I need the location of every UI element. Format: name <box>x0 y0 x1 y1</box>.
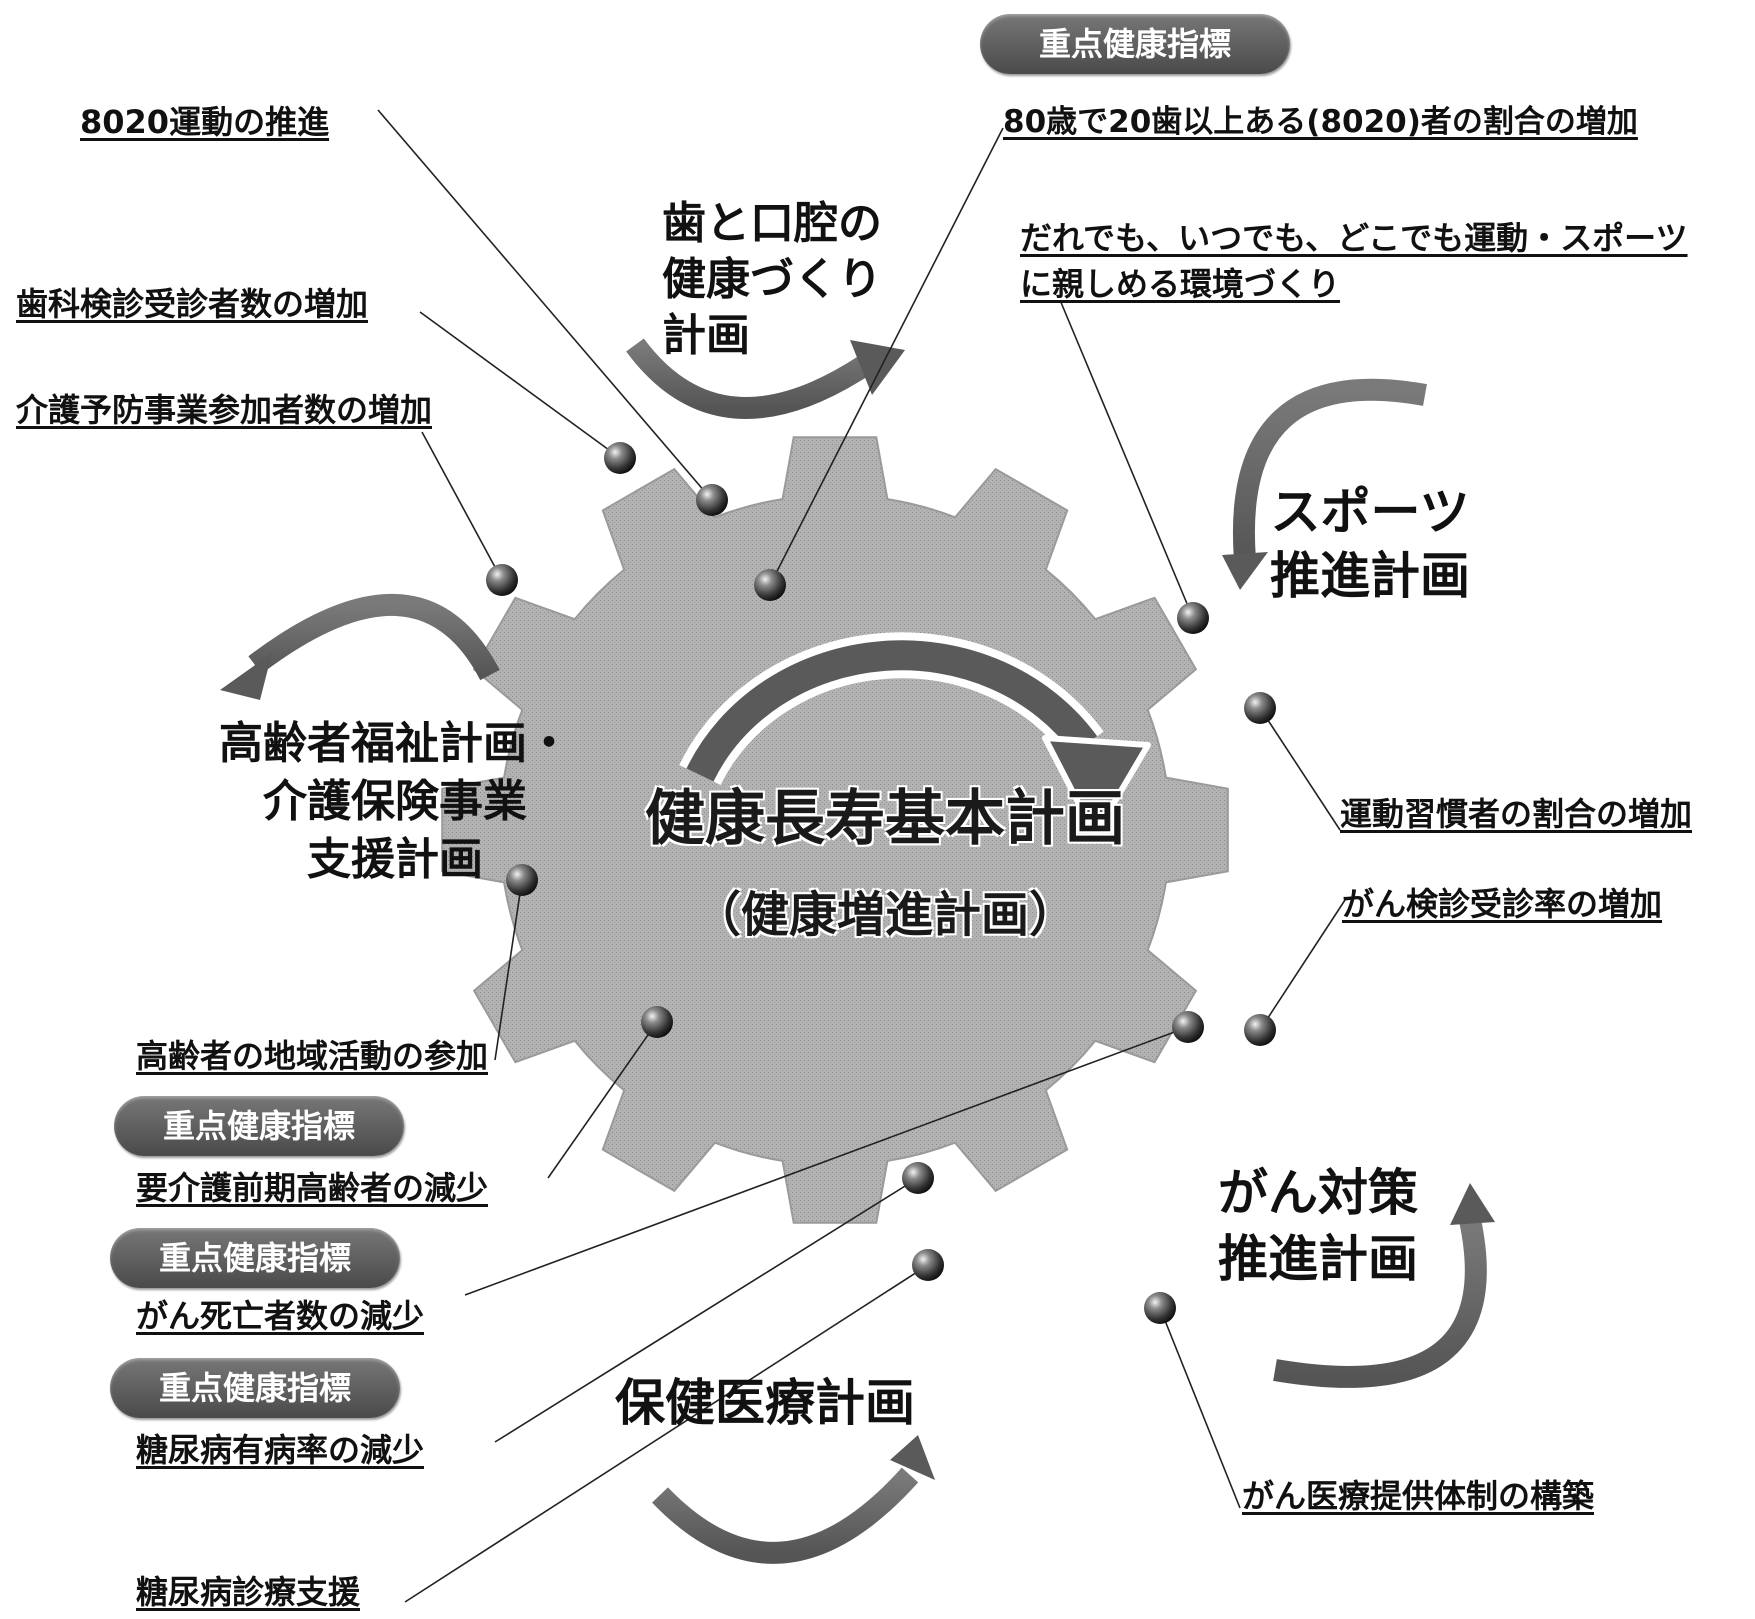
elderly-plan-label: 高齢者福祉計画・ 介護保険事業 支援計画 <box>210 715 580 889</box>
node-ball <box>486 564 518 596</box>
elderly-plan-line: 介護保険事業 <box>263 776 527 827</box>
connector-cancer-screening <box>1259 899 1346 1031</box>
node-ball <box>754 569 786 601</box>
goal-dental-checkup: 歯科検診受診者数の増加 <box>16 285 369 323</box>
node-ball <box>1177 602 1209 634</box>
goal-care-reduction: 要介護前期高齢者の減少 <box>136 1169 489 1207</box>
node-ball <box>1244 692 1276 724</box>
priority-indicator-badge: 重点健康指標 <box>114 1096 404 1156</box>
health-medical-plan-label: 保健医療計画 <box>615 1374 915 1432</box>
sports-cycle-arrow <box>1222 378 1427 590</box>
node-ball <box>902 1162 934 1194</box>
goal-cancer-care: がん医療提供体制の構築 <box>1242 1477 1595 1515</box>
sports-plan-line: スポーツ <box>1270 483 1470 541</box>
cancer-plan-line: がん対策 <box>1218 1164 1418 1222</box>
central-gear <box>441 436 1229 1224</box>
central-cycle-arrow <box>679 632 1151 838</box>
connector-elderly-activity <box>494 879 523 1061</box>
main-plan-subtitle: （健康増進計画） <box>692 887 1077 943</box>
node-ball <box>641 1006 673 1038</box>
goal-8020-rate: 80歳で20歯以上ある(8020)者の割合の増加 <box>1003 104 1638 140</box>
priority-indicator-badge: 重点健康指標 <box>110 1228 400 1288</box>
health-medical-cycle-arrow <box>652 1435 935 1564</box>
node-ball <box>1244 1014 1276 1046</box>
dental-cycle-arrow <box>626 338 905 419</box>
elderly-plan-line: 高齢者福祉計画・ <box>219 718 571 769</box>
connector-diabetes-support <box>404 1264 929 1603</box>
node-ball <box>696 484 728 516</box>
connector-exercise-habit <box>1259 707 1341 831</box>
goal-8020-promotion: 8020運動の推進 <box>80 103 330 141</box>
node-ball <box>1172 1011 1204 1043</box>
connector-cancer-care <box>1159 1307 1241 1509</box>
cancer-plan-label: がん対策 推進計画 <box>1218 1160 1418 1292</box>
dental-plan-line: 計画 <box>662 310 750 361</box>
sports-plan-line: 推進計画 <box>1270 547 1470 605</box>
connector-cancer-death <box>464 1026 1189 1296</box>
connector-dental-checkup <box>419 311 621 459</box>
dental-plan-line: 歯と口腔の <box>662 198 882 249</box>
cancer-plan-line: 推進計画 <box>1218 1230 1418 1288</box>
sports-plan-label: スポーツ 推進計画 <box>1270 480 1470 608</box>
goal-exercise-habit: 運動習慣者の割合の増加 <box>1340 795 1693 833</box>
node-balls <box>486 442 1276 1324</box>
elderly-cycle-arrow <box>220 594 500 700</box>
goal-sports-environment-line2: に親しめる環境づくり <box>1020 265 1341 303</box>
node-ball <box>912 1249 944 1281</box>
connector-lines <box>377 109 1346 1603</box>
goal-cancer-screening: がん検診受診率の増加 <box>1342 885 1663 923</box>
elderly-plan-line: 支援計画 <box>307 834 483 885</box>
goal-sports-environment-line1: だれでも、いつでも、どこでも運動・スポーツ <box>1020 219 1688 257</box>
priority-indicator-badge: 重点健康指標 <box>110 1358 400 1418</box>
priority-indicator-badge: 重点健康指標 <box>980 14 1290 74</box>
connector-8020-promotion <box>377 109 713 501</box>
node-ball <box>604 442 636 474</box>
connector-8020-rate <box>769 127 1004 586</box>
goal-cancer-death: がん死亡者数の減少 <box>136 1297 425 1335</box>
dental-plan-line: 健康づくり <box>662 254 882 305</box>
node-ball <box>1144 1292 1176 1324</box>
connector-care-prevention <box>421 431 503 581</box>
connector-diabetes-rate <box>494 1177 919 1443</box>
connector-sports-env <box>1059 299 1194 619</box>
goal-care-prevention: 介護予防事業参加者数の増加 <box>16 391 433 429</box>
main-plan-title: 健康長寿基本計画 <box>645 784 1125 854</box>
goal-elderly-activity: 高齢者の地域活動の参加 <box>136 1037 489 1075</box>
goal-diabetes-support: 糖尿病診療支援 <box>136 1573 361 1611</box>
cancer-cycle-arrow <box>1273 1183 1495 1388</box>
dental-plan-label: 歯と口腔の 健康づくり 計画 <box>662 196 882 364</box>
goal-diabetes-rate: 糖尿病有病率の減少 <box>136 1431 425 1469</box>
node-ball <box>506 864 538 896</box>
connector-care-reduction <box>547 1021 658 1179</box>
